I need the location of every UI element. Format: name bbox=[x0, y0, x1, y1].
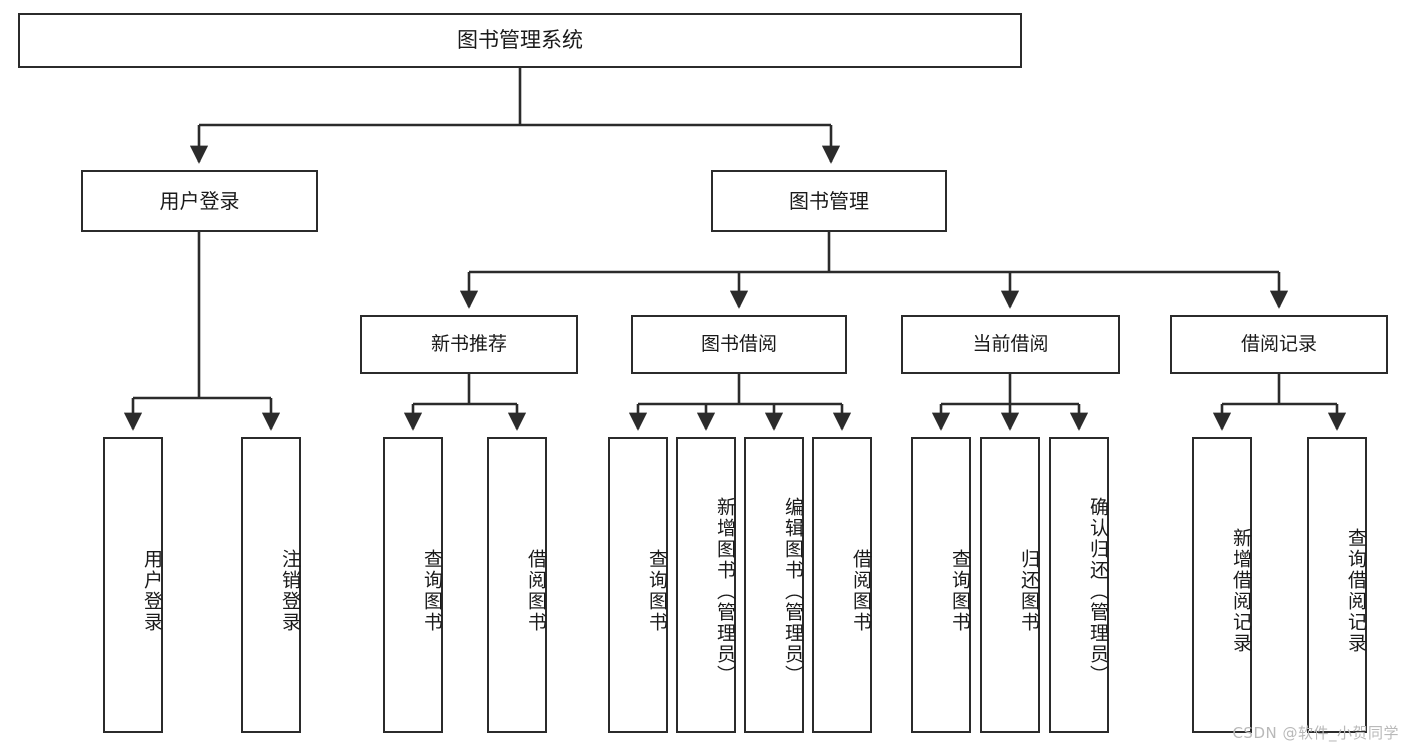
node-book-management-system[interactable]: 图书管理系统 bbox=[18, 13, 1022, 68]
node-label: 图书管理 bbox=[789, 189, 869, 213]
node-leaf-add-book-admin[interactable]: 新增图书（管理员） bbox=[676, 437, 736, 733]
node-user-login[interactable]: 用户登录 bbox=[81, 170, 318, 232]
node-label: 查询图书 bbox=[421, 549, 443, 633]
node-leaf-query-books-current[interactable]: 查询图书 bbox=[911, 437, 971, 733]
node-label: 编辑图书（管理员） bbox=[782, 496, 804, 686]
csdn-watermark: CSDN @软件_小贺同学 bbox=[1232, 724, 1399, 742]
node-book-management[interactable]: 图书管理 bbox=[711, 170, 947, 232]
node-label: 查询借阅记录 bbox=[1345, 528, 1367, 654]
node-label: 图书借阅 bbox=[700, 333, 777, 356]
node-label: 当前借阅 bbox=[972, 333, 1049, 356]
node-label: 查询图书 bbox=[949, 549, 971, 633]
node-borrowing-records[interactable]: 借阅记录 bbox=[1170, 315, 1388, 374]
node-label: 借阅图书 bbox=[525, 549, 547, 633]
node-label: 新增图书（管理员） bbox=[714, 496, 736, 686]
node-label: 借阅记录 bbox=[1240, 333, 1317, 356]
node-label: 新书推荐 bbox=[430, 333, 507, 356]
node-leaf-query-books-borrowing[interactable]: 查询图书 bbox=[608, 437, 668, 733]
node-current-borrowing[interactable]: 当前借阅 bbox=[901, 315, 1120, 374]
node-new-book-recommendation[interactable]: 新书推荐 bbox=[360, 315, 578, 374]
node-leaf-user-login[interactable]: 用户登录 bbox=[103, 437, 163, 733]
node-book-borrowing[interactable]: 图书借阅 bbox=[631, 315, 847, 374]
node-leaf-confirm-return-admin[interactable]: 确认归还（管理员） bbox=[1049, 437, 1109, 733]
node-leaf-query-books-recommendation[interactable]: 查询图书 bbox=[383, 437, 443, 733]
node-leaf-borrow-books-borrowing[interactable]: 借阅图书 bbox=[812, 437, 872, 733]
node-label: 用户登录 bbox=[141, 549, 163, 633]
node-leaf-return-book[interactable]: 归还图书 bbox=[980, 437, 1040, 733]
node-leaf-logout[interactable]: 注销登录 bbox=[241, 437, 301, 733]
node-label: 新增借阅记录 bbox=[1230, 528, 1252, 654]
node-label: 注销登录 bbox=[279, 549, 301, 633]
node-label: 用户登录 bbox=[159, 189, 240, 213]
node-label: 图书管理系统 bbox=[457, 27, 583, 52]
node-label: 借阅图书 bbox=[850, 549, 872, 633]
node-label: 查询图书 bbox=[646, 549, 668, 633]
node-leaf-borrow-books-recommendation[interactable]: 借阅图书 bbox=[487, 437, 547, 733]
node-label: 归还图书 bbox=[1018, 549, 1040, 633]
node-leaf-edit-book-admin[interactable]: 编辑图书（管理员） bbox=[744, 437, 804, 733]
node-leaf-query-borrow-record[interactable]: 查询借阅记录 bbox=[1307, 437, 1367, 733]
node-label: 确认归还（管理员） bbox=[1087, 496, 1109, 686]
node-leaf-add-borrow-record[interactable]: 新增借阅记录 bbox=[1192, 437, 1252, 733]
